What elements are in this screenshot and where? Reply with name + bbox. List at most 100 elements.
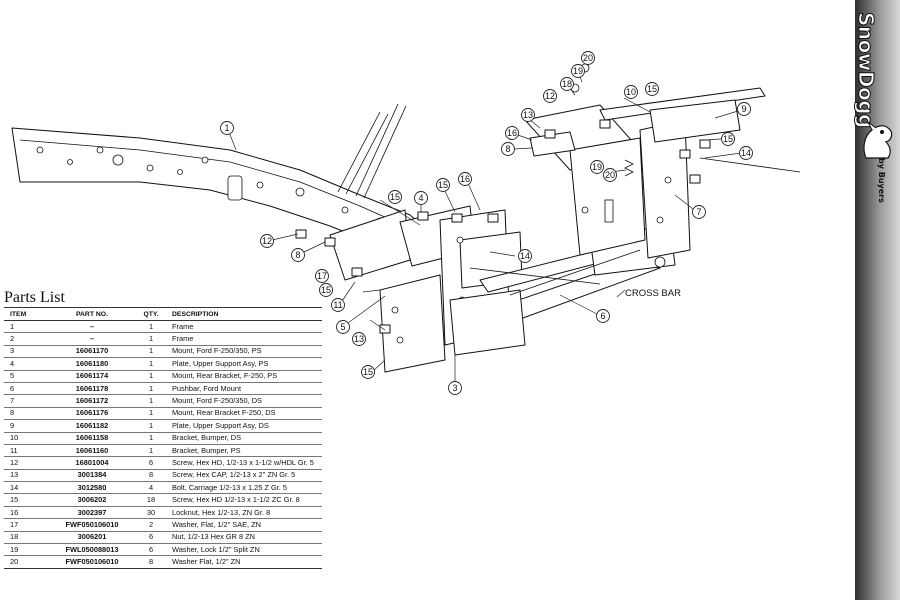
svg-text:16: 16 — [460, 174, 470, 184]
cell-part-no: 3002397 — [46, 506, 138, 520]
svg-text:15: 15 — [438, 180, 448, 190]
cell-part-no: 16061182 — [46, 419, 138, 433]
svg-text:16: 16 — [507, 128, 517, 138]
cell-item: 16 — [4, 506, 46, 520]
cell-item: 1 — [4, 320, 46, 334]
svg-text:11: 11 — [333, 300, 342, 310]
svg-text:9: 9 — [741, 104, 746, 114]
cell-qty: 1 — [138, 382, 164, 396]
cell-qty: 2 — [138, 518, 164, 532]
cell-item: 3 — [4, 345, 46, 359]
svg-text:14: 14 — [520, 251, 530, 261]
cell-qty: 1 — [138, 332, 164, 346]
cell-description: Locknut, Hex 1/2-13, ZN Gr. 8 — [164, 506, 322, 520]
callout-20-top: 20 — [581, 51, 595, 65]
cell-description: Plate, Upper Support Asy, PS — [164, 357, 322, 371]
cell-item: 19 — [4, 543, 46, 557]
cell-item: 15 — [4, 493, 46, 507]
cell-qty: 18 — [138, 493, 164, 507]
svg-text:6: 6 — [600, 311, 605, 321]
svg-text:12: 12 — [262, 236, 272, 246]
cell-qty: 30 — [138, 506, 164, 520]
cell-qty: 1 — [138, 444, 164, 458]
cell-description: Screw, Hex HD, 1/2-13 x 1-1/2 w/HDL Gr. … — [164, 456, 322, 470]
cell-item: 6 — [4, 382, 46, 396]
cell-item: 4 — [4, 357, 46, 371]
callout-20-mid: 20 — [603, 168, 617, 182]
cell-description: Screw, Hex HD 1/2-13 x 1-1/2 ZC Gr. 8 — [164, 493, 322, 507]
cell-qty: 4 — [138, 481, 164, 495]
cell-part-no: 3012580 — [46, 481, 138, 495]
cell-item: 9 — [4, 419, 46, 433]
cell-qty: 8 — [138, 469, 164, 483]
cell-item: 2 — [4, 332, 46, 346]
svg-text:15: 15 — [321, 285, 331, 295]
cell-qty: 6 — [138, 531, 164, 545]
svg-text:20: 20 — [583, 53, 593, 63]
cell-description: Mount, Ford F-250/350, DS — [164, 394, 322, 408]
callout-19-top: 19 — [571, 64, 585, 78]
callout-16-a: 16 — [458, 172, 472, 186]
svg-text:1: 1 — [224, 123, 229, 133]
callout-6: 6 — [596, 309, 610, 323]
callout-10: 10 — [624, 85, 638, 99]
callout-15-c: 15 — [388, 190, 402, 204]
exploded-parts-diagram: 1 12 8 17 15 11 5 13 15 3 15 4 15 16 14 … — [11, 51, 801, 395]
cell-qty: 8 — [138, 555, 164, 569]
cell-part-no: FWF050106010 — [46, 555, 138, 569]
cell-description: Bracket, Bumper, DS — [164, 432, 322, 445]
cell-description: Nut, 1/2-13 Hex GR 8 ZN — [164, 531, 322, 545]
frame-rail — [11, 127, 431, 251]
callout-8-right: 8 — [501, 142, 515, 156]
svg-text:15: 15 — [363, 367, 373, 377]
callout-19-mid: 19 — [590, 160, 604, 174]
brand-sidebar — [855, 0, 900, 600]
svg-text:19: 19 — [573, 66, 583, 76]
col-part-no-header: PART NO. — [46, 307, 138, 321]
cell-description: Frame — [164, 332, 322, 346]
fasteners — [295, 63, 711, 334]
brand-logo: SnowDogg by Buyers — [854, 8, 900, 208]
svg-text:5: 5 — [340, 322, 345, 332]
callout-4: 4 — [414, 191, 428, 205]
callout-14-a: 14 — [518, 249, 532, 263]
cell-part-no: 16061172 — [46, 394, 138, 408]
callout-17: 17 — [315, 269, 329, 283]
cell-qty: 6 — [138, 543, 164, 557]
cell-qty: 1 — [138, 357, 164, 371]
cell-item: 13 — [4, 469, 46, 483]
cell-part-no: 3006202 — [46, 493, 138, 507]
cell-description: Mount, Rear Bracket F-250, DS — [164, 407, 322, 421]
svg-text:13: 13 — [523, 110, 533, 120]
callout-11: 11 — [331, 298, 345, 312]
svg-text:4: 4 — [418, 193, 423, 203]
callout-7: 7 — [692, 205, 706, 219]
svg-text:15: 15 — [390, 192, 400, 202]
cell-item: 18 — [4, 531, 46, 545]
cell-item: 5 — [4, 370, 46, 383]
cell-part-no: FWL050088013 — [46, 543, 138, 557]
cell-part-no: 3006201 — [46, 531, 138, 545]
cell-item: 17 — [4, 518, 46, 532]
svg-text:17: 17 — [317, 271, 327, 281]
cell-item: 12 — [4, 456, 46, 470]
callout-13-a: 13 — [352, 332, 366, 346]
svg-text:3: 3 — [452, 383, 457, 393]
cell-qty: 1 — [138, 432, 164, 445]
callout-9: 9 — [737, 102, 751, 116]
cell-description: Screw, Hex CAP, 1/2-13 x 2" ZN Gr. 5 — [164, 469, 322, 483]
